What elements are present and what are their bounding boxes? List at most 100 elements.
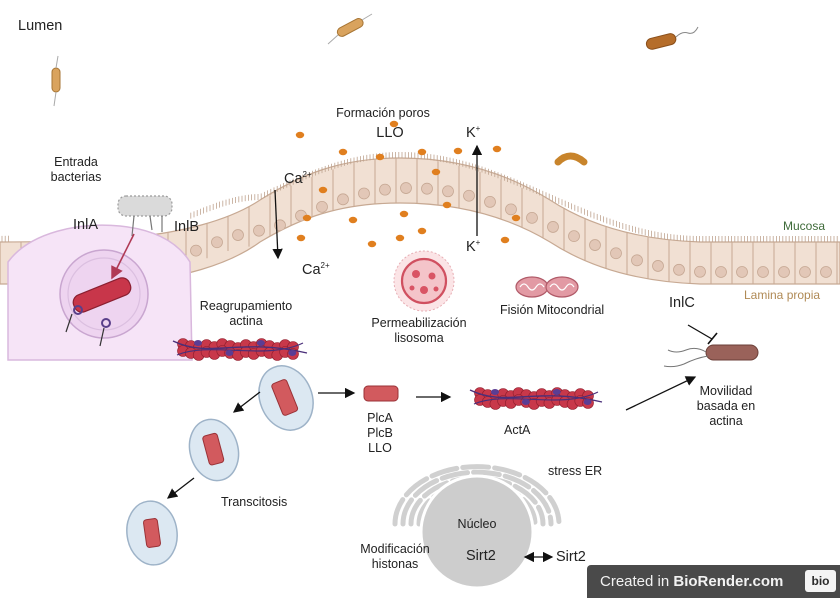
cell-nucleus [526, 211, 538, 224]
biorender-badge[interactable]: Created in BioRender.com bio [587, 565, 840, 598]
k-top-text: K [466, 125, 476, 141]
ca-top-label: Ca2+ [284, 171, 312, 187]
transcytosis-label: Transcitosis [221, 495, 288, 509]
pore-dot [375, 153, 385, 161]
inlc-inhibition [687, 324, 718, 345]
actin-binding-protein [256, 340, 265, 346]
lumen-bacterium-2 [327, 13, 373, 45]
actin-regrouping-line-1: Reagrupamiento [199, 299, 293, 313]
cell-nucleus [232, 229, 244, 241]
entry-label: Entrada bacterias [51, 155, 102, 185]
cell-nucleus [211, 236, 223, 249]
cell-nucleus [442, 185, 454, 198]
stress-er-label: stress ER [548, 464, 603, 478]
cell-nucleus [820, 266, 832, 278]
inlb-label: InlB [174, 219, 199, 235]
cell-nucleus [253, 224, 265, 237]
inlc-label: InlC [669, 295, 695, 311]
transcytosis-arrow-2 [166, 477, 195, 499]
badge-brand: BioRender.com [673, 573, 784, 590]
actin-binding-protein [288, 350, 297, 356]
pore-dot [296, 234, 306, 242]
ca-top-text: Ca [284, 171, 303, 187]
motility-label-line-2: basada en [696, 399, 756, 413]
cell-nucleus [400, 182, 412, 194]
cell-nucleus [715, 266, 727, 278]
plcb-label: PlcB [367, 426, 393, 440]
inla-label: InlA [73, 217, 98, 233]
free-bacterium [363, 385, 399, 402]
motility-label: Movilidad basada en actina [697, 384, 755, 429]
lysosome-label: Permeabilización lisosoma [371, 316, 466, 346]
actin-binding-protein [491, 389, 499, 395]
cell-nucleus [610, 247, 622, 260]
badge-text: Created in BioRender.com [600, 573, 783, 590]
cell-nucleus [421, 182, 433, 195]
pore-dot [399, 210, 409, 218]
lysosome-label-line-2: lisosoma [394, 331, 444, 345]
cell-nucleus [547, 221, 559, 233]
histone-modification-label: Modificación histonas [360, 542, 429, 572]
internalised-bacterium [65, 277, 132, 347]
sirt2-nuclear-label: Sirt2 [466, 548, 496, 564]
motility-label-line-1: Movilidad [699, 384, 753, 398]
ca-bottom-text: Ca [302, 262, 321, 278]
actin-filament [473, 391, 599, 405]
pore-dot [431, 168, 441, 176]
lamina-propria-label: Lamina propia [744, 288, 821, 302]
histone-modification-line-2: histonas [371, 557, 419, 571]
cell-nucleus [316, 200, 328, 213]
actin-binding-protein [225, 350, 234, 356]
badge-prefix: Created in [600, 573, 674, 590]
actin-filament [176, 342, 304, 356]
lumen-bacterium-1 [51, 55, 61, 107]
acta-label: ActA [504, 423, 531, 437]
actin-regrouping-line-2: actina [229, 314, 263, 328]
mitochondrial-fission-label: Fisión Mitocondrial [500, 303, 605, 317]
llo-mid-label: LLO [368, 441, 392, 455]
cell-nucleus [505, 203, 517, 216]
pore-dot [500, 236, 510, 244]
pore-dot [492, 145, 502, 153]
llo-top-label: LLO [376, 125, 404, 141]
histone-modification-line-1: Modificación [360, 542, 430, 556]
pore-dot [389, 120, 399, 128]
actin-binding-protein [583, 399, 592, 405]
vacuole-3 [126, 500, 178, 566]
nucleus-label: Núcleo [457, 517, 497, 531]
er-cisterna [392, 464, 562, 527]
k-bottom-charge: + [475, 238, 481, 248]
pore-dot [367, 240, 377, 248]
lumen-bacterium-4 [554, 152, 588, 166]
pore-formation-label: Formación poros [336, 106, 430, 120]
actin-binding-protein [552, 389, 561, 395]
pore-dot [302, 214, 312, 222]
motility-label-line-3: actina [709, 414, 743, 428]
lumen-label: Lumen [18, 18, 63, 34]
virulence-factors-label: PlcA PlcB LLO [367, 411, 393, 456]
cell-nucleus [673, 263, 685, 276]
plca-label: PlcA [367, 411, 393, 425]
k-bottom-label: K+ [466, 238, 481, 255]
ca-bottom-charge: 2+ [320, 261, 330, 271]
pore-dot [511, 214, 521, 222]
biorender-logo-icon: bio [805, 570, 836, 592]
cell-nucleus [463, 189, 475, 202]
mucosa-label: Mucosa [783, 219, 826, 233]
pore-dot [395, 234, 405, 242]
cell-nucleus [484, 195, 496, 208]
epithelium [0, 152, 840, 285]
sirt2-cytoplasm-label: Sirt2 [556, 549, 586, 565]
nucleus [419, 474, 535, 590]
actin-cloud-right [469, 387, 603, 410]
pore-dot [453, 147, 463, 155]
er-cisterna [400, 469, 554, 527]
vacuole-2 [188, 418, 240, 482]
actin-regrouping-label: Reagrupamiento actina [200, 299, 292, 329]
transcytosis-arrow-1 [232, 391, 261, 413]
cell-nucleus [358, 187, 370, 200]
entry-label-line-2: bacterias [50, 170, 102, 184]
lumen-bacterium-3 [645, 26, 699, 50]
cell-nucleus [799, 266, 811, 278]
motility-arrow [625, 376, 697, 411]
